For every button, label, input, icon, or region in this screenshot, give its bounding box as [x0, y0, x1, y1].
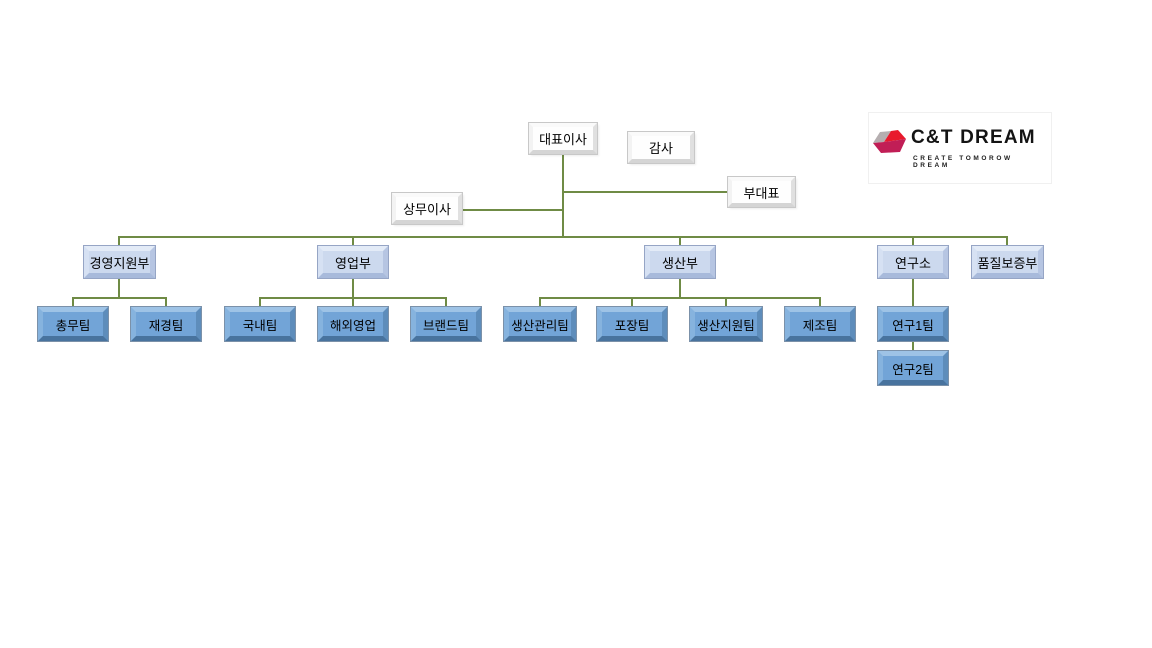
- connector-drop-general-affairs: [72, 297, 74, 308]
- gem-icon: [873, 130, 906, 153]
- org-node-research-team1: 연구1팀: [878, 307, 948, 341]
- org-node-production-support: 생산지원팀: [690, 307, 762, 341]
- connector-drop-production: [679, 236, 681, 247]
- connector-drop-packaging: [631, 297, 633, 308]
- connector-production-children: [539, 297, 821, 299]
- org-node-vice-president: 부대표: [728, 177, 795, 207]
- logo-tagline: CREATE TOMOROW DREAM: [913, 155, 1013, 169]
- connector-drop-management-support: [118, 236, 120, 247]
- org-node-general-affairs: 총무팀: [38, 307, 108, 341]
- connector-vice-president: [563, 191, 729, 193]
- connector-drop-finance: [165, 297, 167, 308]
- org-node-auditor: 감사: [628, 132, 694, 163]
- connector-drop-overseas-sales: [352, 297, 354, 308]
- connector-drop-manufacturing: [819, 297, 821, 308]
- org-node-production: 생산부: [645, 246, 715, 278]
- connector-drop-production-support: [725, 297, 727, 308]
- org-node-research-team2: 연구2팀: [878, 351, 948, 385]
- connector-research-team1-down: [912, 341, 914, 352]
- connector-research-lab-down: [912, 278, 914, 308]
- org-node-packaging: 포장팀: [597, 307, 667, 341]
- connector-drop-production-mgmt: [539, 297, 541, 308]
- connector-drop-sales: [352, 236, 354, 247]
- connector-drop-research-lab: [912, 236, 914, 247]
- connector-management-support-down: [118, 278, 120, 299]
- connector-drop-domestic: [259, 297, 261, 308]
- org-node-finance: 재경팀: [131, 307, 201, 341]
- connector-drop-brand: [445, 297, 447, 308]
- connector-managing-director: [461, 209, 563, 211]
- org-node-manufacturing: 제조팀: [785, 307, 855, 341]
- org-node-managing-director: 상무이사: [392, 193, 462, 224]
- org-node-management-support: 경영지원부: [84, 246, 155, 278]
- connector-sales-down: [352, 278, 354, 299]
- org-node-sales: 영업부: [318, 246, 388, 278]
- connector-ceo-trunk: [562, 154, 564, 238]
- connector-main-horizontal: [118, 236, 1008, 238]
- org-node-research-lab: 연구소: [878, 246, 948, 278]
- company-logo: C&T DREAM CREATE TOMOROW DREAM: [868, 112, 1052, 184]
- connector-management-support-children: [72, 297, 167, 299]
- org-node-brand: 브랜드팀: [411, 307, 481, 341]
- org-node-quality-assurance: 품질보증부: [972, 246, 1043, 278]
- org-node-ceo: 대표이사: [529, 123, 597, 154]
- logo-title: C&T DREAM: [911, 127, 1036, 148]
- org-node-domestic: 국내팀: [225, 307, 295, 341]
- connector-drop-quality-assurance: [1006, 236, 1008, 247]
- org-node-overseas-sales: 해외영업: [318, 307, 388, 341]
- connector-production-down: [679, 278, 681, 299]
- org-node-production-mgmt: 생산관리팀: [504, 307, 576, 341]
